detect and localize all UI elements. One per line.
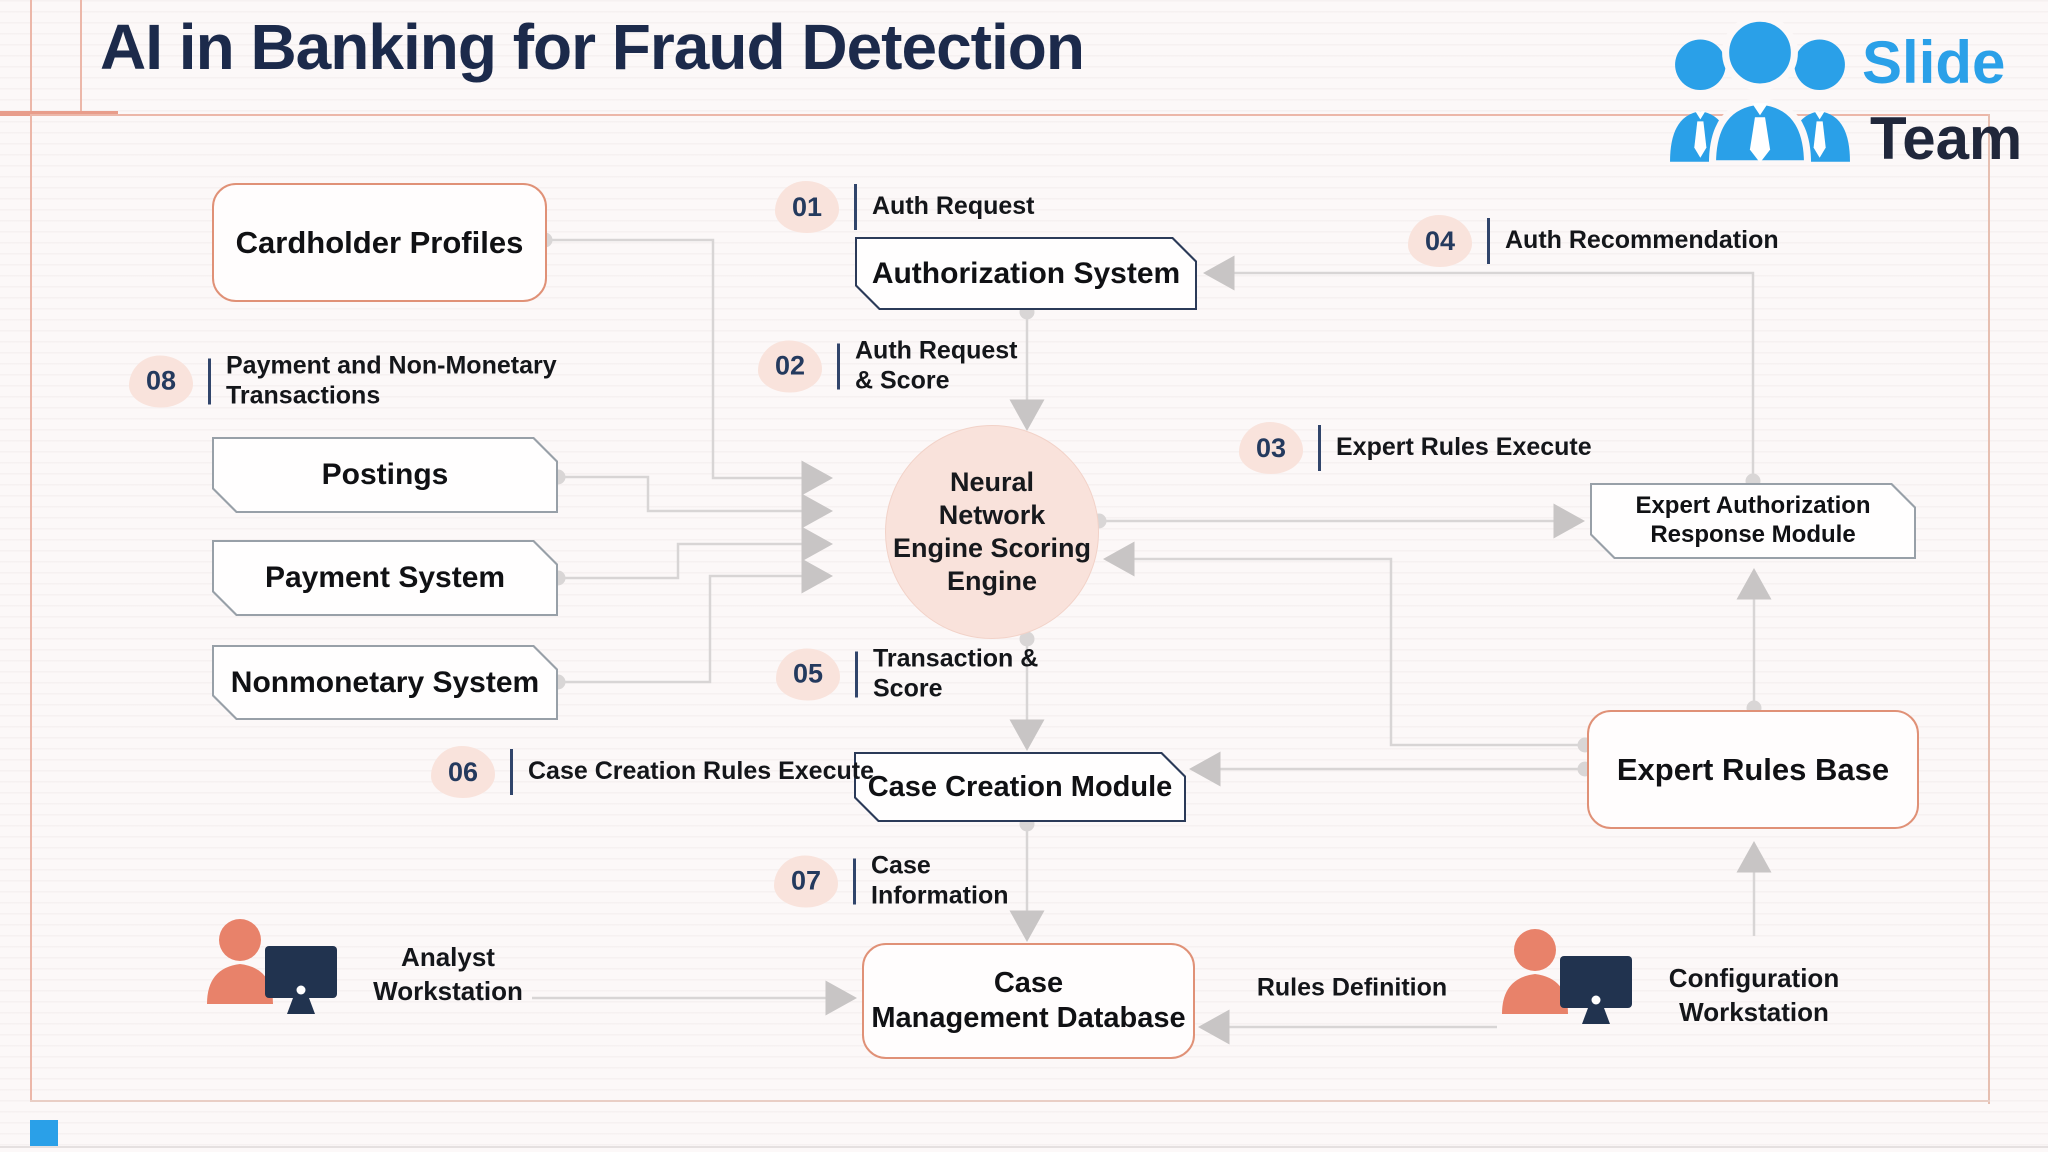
step-badge: 01 xyxy=(775,181,839,233)
step-04-auth-recommendation: 04 Auth Recommendation xyxy=(1408,215,1779,267)
step-number: 02 xyxy=(774,350,806,381)
node-label: Case Management Database xyxy=(871,967,1186,1034)
rules-definition-label: Rules Definition xyxy=(1256,973,1448,1002)
frame-top-accent xyxy=(0,111,118,116)
step-divider xyxy=(855,651,858,697)
analyst-workstation-icon xyxy=(207,919,337,1014)
step-divider xyxy=(853,858,856,904)
step-number: 04 xyxy=(1424,225,1456,256)
slideteam-people-icon xyxy=(1670,14,1850,168)
step-number: 08 xyxy=(145,365,177,396)
node-label: Postings xyxy=(321,458,449,491)
step-number: 01 xyxy=(791,191,823,222)
person-icon xyxy=(1502,929,1568,1014)
step-label: Case Information xyxy=(871,851,1009,910)
logo-text-team: Team xyxy=(1870,105,2023,172)
connector-nonmonetary-to-engine xyxy=(550,558,833,690)
step-label: Auth Request & Score xyxy=(855,336,1018,395)
node-label: Payment System xyxy=(264,561,506,594)
frame-top-line xyxy=(30,114,1990,116)
box-fill xyxy=(1592,485,1914,557)
step-label: Case Creation Rules Execute xyxy=(528,757,874,786)
monitor-dot xyxy=(296,985,306,995)
connector-postings-to-engine xyxy=(550,469,833,529)
step-label: Expert Rules Execute xyxy=(1336,433,1592,462)
monitor-icon xyxy=(265,946,337,1014)
step-label: Auth Request xyxy=(872,192,1035,221)
configuration-workstation-label: Configuration Workstation xyxy=(1668,963,1840,1027)
step-badge: 04 xyxy=(1408,215,1472,267)
step-divider xyxy=(510,749,513,795)
configuration-workstation-icon xyxy=(1502,929,1632,1024)
node-postings: Postings xyxy=(212,437,558,513)
step-label: Auth Recommendation xyxy=(1505,226,1779,255)
frame-right-line xyxy=(1988,114,1990,1104)
step-badge: 05 xyxy=(776,648,840,700)
step-badge: 06 xyxy=(431,746,495,798)
connector-rulesbase-to-engine xyxy=(1103,541,1593,753)
frame-bottom-edge-line xyxy=(0,1146,2048,1148)
corner-blue-mark xyxy=(30,1120,58,1146)
step-06-case-creation-rules-execute: 06 Case Creation Rules Execute xyxy=(431,746,874,798)
node-label: Authorization System xyxy=(871,256,1181,290)
box-fill xyxy=(214,439,556,511)
step-badge: 08 xyxy=(129,355,193,407)
frame-bottom-line xyxy=(30,1100,1990,1102)
step-divider xyxy=(854,184,857,230)
step-05-transaction-score: 05 Transaction & Score xyxy=(776,645,1038,704)
step-number: 07 xyxy=(790,865,822,896)
box-fill xyxy=(857,239,1195,308)
node-payment-system: Payment System xyxy=(212,540,558,616)
page-title: AI in Banking for Fraud Detection xyxy=(100,11,1085,83)
frame-left-inner-line xyxy=(80,0,82,116)
step-divider xyxy=(1318,425,1321,471)
step-divider xyxy=(1487,218,1490,264)
step-07-case-information: 07 Case Information xyxy=(774,852,1009,911)
step-08-payment-nonmonetary-transactions: 08 Payment and Non-Monetary Transactions xyxy=(129,352,557,411)
step-divider xyxy=(208,358,211,404)
step-03-expert-rules-execute: 03 Expert Rules Execute xyxy=(1239,422,1592,474)
node-label: Case Creation Module xyxy=(867,770,1173,803)
logo-text-slide: Slide xyxy=(1862,29,2006,96)
monitor-icon xyxy=(1560,956,1632,1024)
node-cardholder-profiles: Cardholder Profiles xyxy=(212,183,547,302)
box-fill xyxy=(856,754,1184,820)
step-label: Transaction & Score xyxy=(873,644,1039,703)
node-expert-rules-base: Expert Rules Base xyxy=(1587,710,1919,829)
box-fill xyxy=(214,647,556,718)
step-02-auth-request-score: 02 Auth Request & Score xyxy=(758,337,1018,396)
analyst-workstation-label: Analyst Workstation xyxy=(373,942,523,1006)
node-label: Expert Authorization Response Module xyxy=(1635,492,1871,548)
step-01-auth-request: 01 Auth Request xyxy=(775,181,1035,233)
step-divider xyxy=(837,343,840,389)
step-number: 05 xyxy=(792,658,824,689)
step-label: Payment and Non-Monetary Transactions xyxy=(226,351,557,410)
node-expert-authorization-response-module: Expert Authorization Response Module xyxy=(1590,483,1916,559)
node-label: Expert Rules Base xyxy=(1616,751,1890,787)
step-badge: 07 xyxy=(774,855,838,907)
monitor-dot xyxy=(1591,995,1601,1005)
connector-expertmodule-to-authsystem xyxy=(1203,255,1761,489)
node-label: Nonmonetary System xyxy=(230,665,540,699)
frame-left-line xyxy=(30,0,32,1102)
box-fill xyxy=(214,542,556,614)
node-nonmonetary-system: Nonmonetary System xyxy=(212,645,558,720)
node-label: Cardholder Profiles xyxy=(235,224,524,260)
connector-payment-to-engine xyxy=(550,526,833,586)
node-case-creation-module: Case Creation Module xyxy=(854,752,1186,822)
slideteam-logo: Slide Team xyxy=(1668,14,2048,174)
step-badge: 02 xyxy=(758,340,822,392)
step-number: 03 xyxy=(1255,432,1287,463)
node-neural-network-engine: Neural Network Engine Scoring Engine xyxy=(885,425,1099,639)
node-authorization-system: Authorization System xyxy=(855,237,1197,310)
step-number: 06 xyxy=(447,756,479,787)
node-case-management-database: Case Management Database xyxy=(862,943,1195,1059)
person-icon xyxy=(207,919,273,1004)
step-badge: 03 xyxy=(1239,422,1303,474)
